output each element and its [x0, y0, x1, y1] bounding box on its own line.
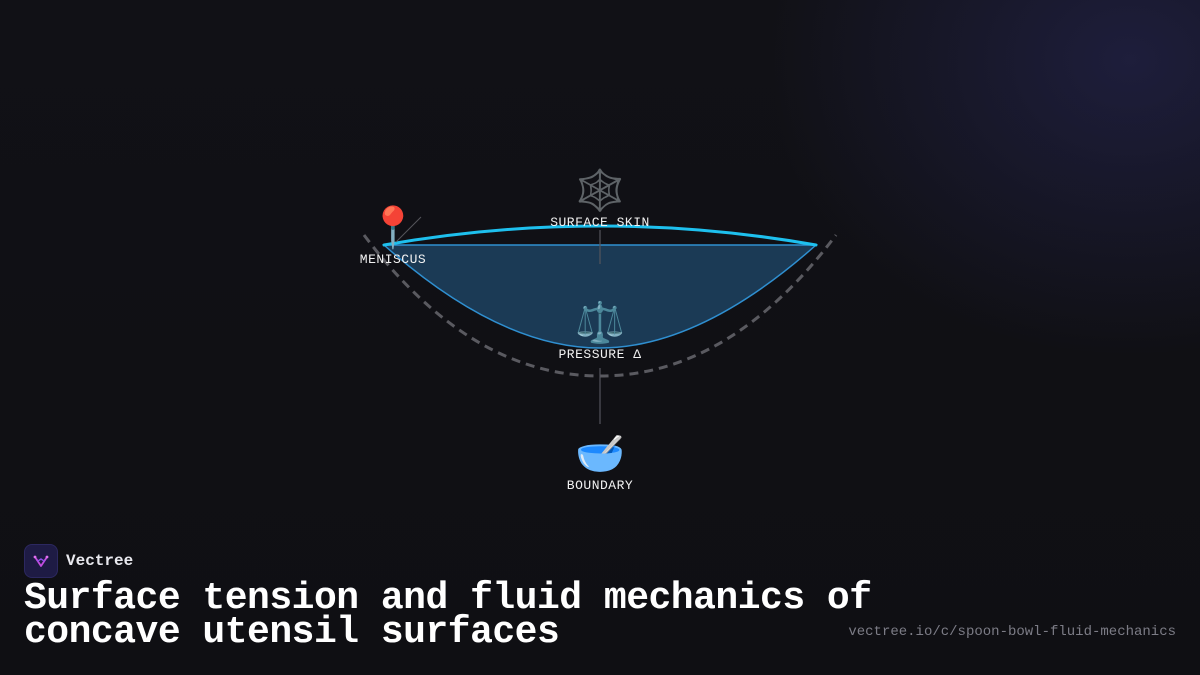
scales-icon: ⚖️: [575, 300, 625, 346]
pin-icon: 📍: [368, 205, 418, 251]
surface-skin-label: SURFACE SKIN: [550, 215, 650, 230]
pressure-node: ⚖️ PRESSURE Δ: [558, 300, 641, 364]
meniscus-connector: [395, 216, 422, 243]
surface-skin-node: 🕸️ SURFACE SKIN: [550, 168, 650, 232]
vectree-logo-icon: [24, 544, 58, 578]
boundary-label: BOUNDARY: [566, 478, 634, 493]
fluid-body: [382, 244, 818, 349]
brand: Vectree: [24, 544, 133, 578]
surface-skin-curve: [382, 224, 818, 247]
source-url: vectree.io/c/spoon-bowl-fluid-mechanics: [848, 624, 1176, 640]
brand-name: Vectree: [66, 552, 134, 570]
meniscus-label: MENISCUS: [359, 252, 427, 267]
pressure-label: PRESSURE Δ: [558, 347, 642, 362]
spider-web-icon: 🕸️: [575, 168, 625, 214]
page-title: Surface tension and fluid mechanics of c…: [24, 577, 872, 654]
meniscus-node: 📍 MENISCUS: [360, 205, 426, 269]
bowl-with-spoon-icon: 🥣: [575, 431, 625, 477]
boundary-node: 🥣 BOUNDARY: [567, 431, 633, 495]
